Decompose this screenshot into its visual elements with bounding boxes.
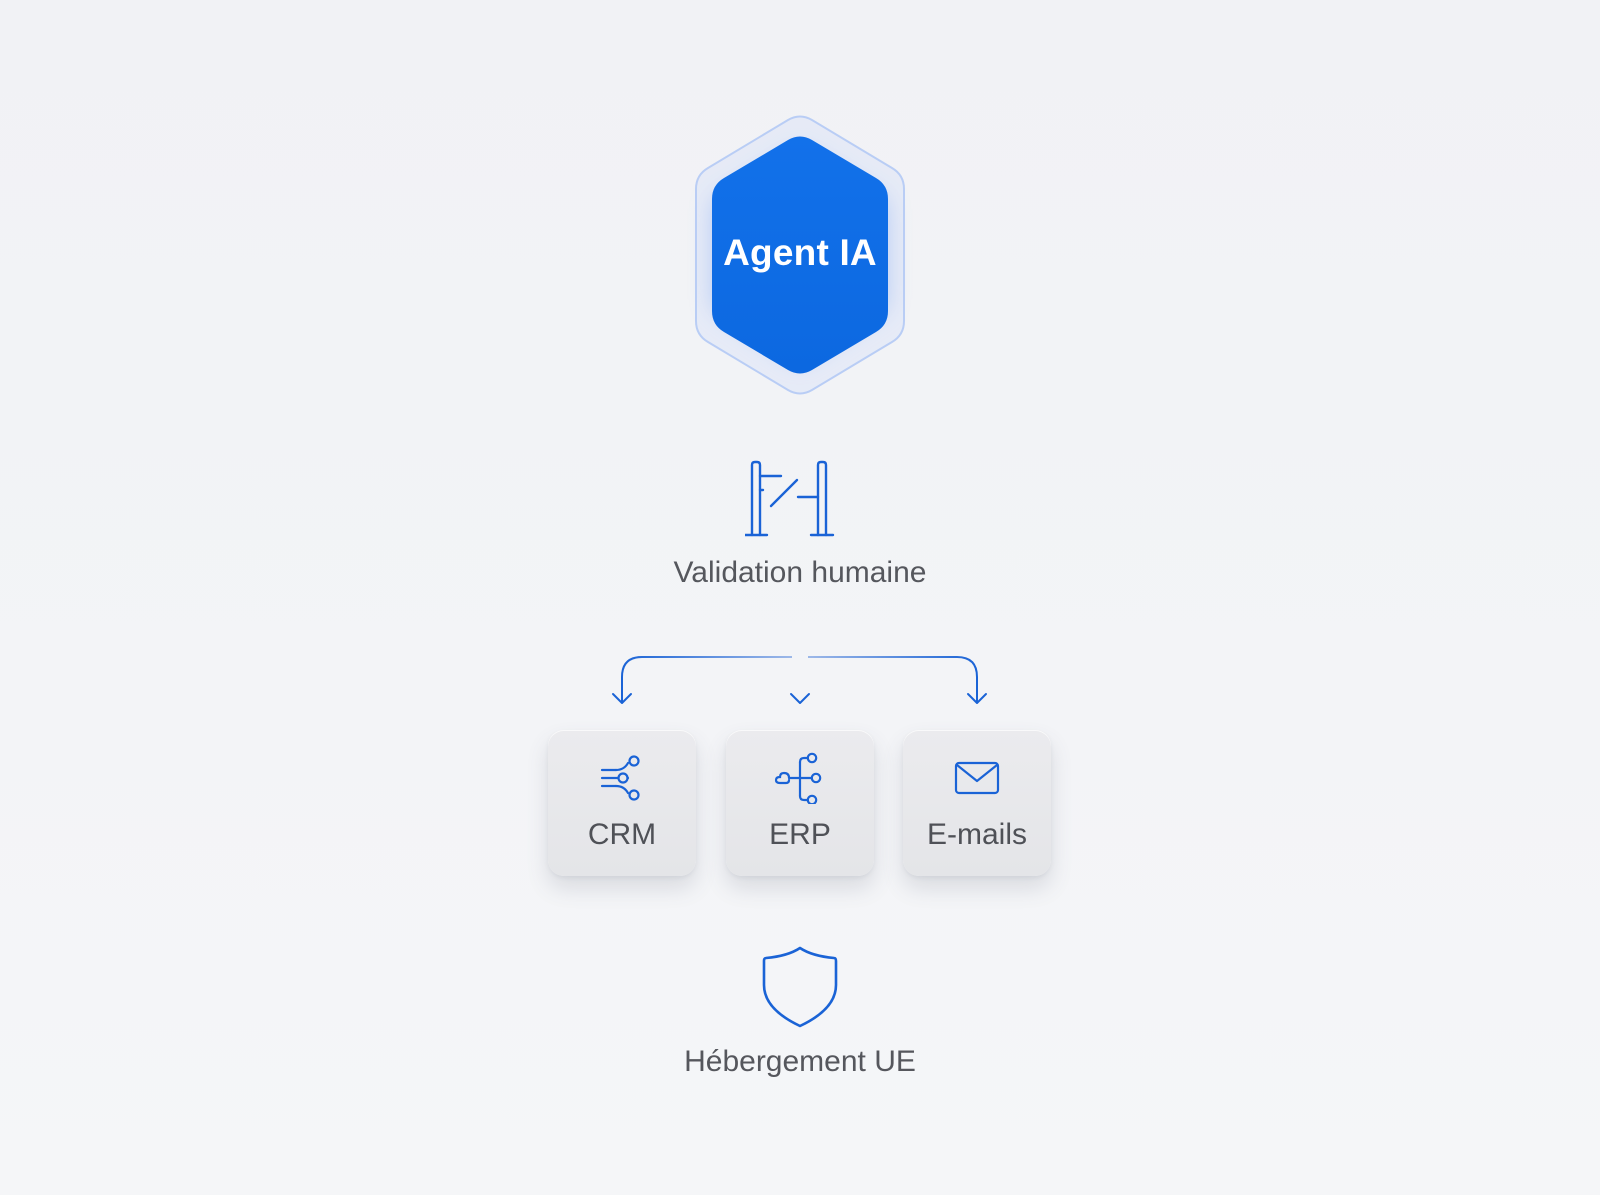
agent-label: Agent IA [723, 232, 877, 273]
gate-icon [745, 460, 835, 537]
validation-label: Validation humaine [673, 556, 927, 589]
left-connector [621, 656, 792, 703]
agent-node: Agent IA [660, 110, 940, 400]
emails-card: E-mails [903, 730, 1051, 876]
arrowhead-erp [790, 693, 810, 704]
arrowhead-crm [612, 693, 632, 704]
hexagon-shape [695, 115, 905, 395]
crm-card: CRM [548, 730, 696, 876]
right-connector [808, 656, 978, 703]
envelope-icon [903, 752, 1051, 804]
crm-icon [548, 752, 696, 804]
erp-card: ERP [726, 730, 874, 876]
shield-icon [762, 946, 838, 1028]
hosting-label: Hébergement UE [684, 1045, 916, 1078]
arrowhead-emails [967, 693, 987, 704]
erp-icon [726, 752, 874, 804]
erp-label: ERP [769, 818, 831, 851]
crm-label: CRM [587, 818, 657, 851]
emails-label: E-mails [926, 818, 1027, 851]
